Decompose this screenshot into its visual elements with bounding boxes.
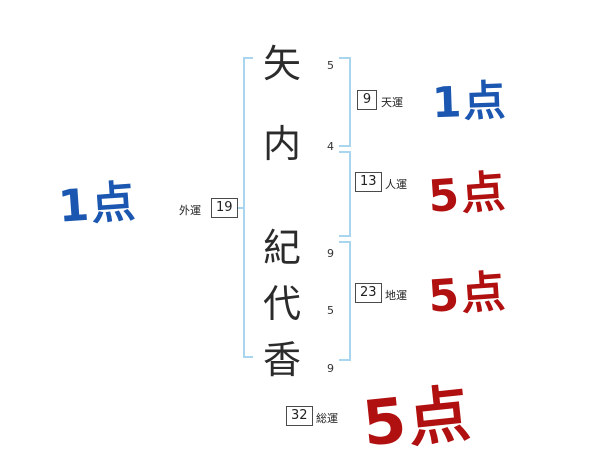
score-chiun: 5点 <box>426 266 509 323</box>
jinun-label: 人運 <box>385 178 407 191</box>
name-char-2: 内 <box>262 122 301 166</box>
chiun-value-box: 23 <box>355 283 382 303</box>
chiun-bracket-tick-bottom <box>339 359 349 361</box>
jinun-bracket-tick-bottom <box>339 235 349 237</box>
tenun-value-box: 9 <box>357 90 377 110</box>
tenun-bracket-line <box>349 57 351 147</box>
stroke-count-2: 4 <box>327 140 334 153</box>
jinun-value-box: 13 <box>355 172 382 192</box>
stroke-count-5: 9 <box>327 362 334 375</box>
chiun-bracket-line <box>349 241 351 361</box>
stroke-count-4: 5 <box>327 304 334 317</box>
souun-value-box: 32 <box>286 406 313 426</box>
gaiun-value-box: 19 <box>211 198 238 218</box>
jinun-bracket-line <box>349 151 351 237</box>
gaiun-label: 外運 <box>179 204 201 217</box>
tenun-bracket-tick-top <box>339 57 349 59</box>
gaiun-bracket-connector <box>238 207 243 209</box>
score-souun: 5点 <box>359 376 476 461</box>
gaiun-bracket-line <box>243 57 245 358</box>
score-tenun: 1点 <box>431 75 509 128</box>
name-char-4: 代 <box>262 282 301 326</box>
stroke-count-1: 5 <box>327 59 334 72</box>
gaiun-bracket-tick-bottom <box>243 356 253 358</box>
name-char-3: 紀 <box>262 226 301 270</box>
stroke-count-3: 9 <box>327 247 334 260</box>
score-jinun: 5点 <box>426 166 509 223</box>
name-char-5: 香 <box>262 338 301 382</box>
tenun-bracket-tick-bottom <box>339 145 349 147</box>
score-gaiun: 1点 <box>56 176 139 233</box>
jinun-bracket-tick-top <box>339 151 349 153</box>
chiun-bracket-tick-top <box>339 241 349 243</box>
souun-label: 総運 <box>316 412 338 425</box>
gaiun-bracket-tick-top <box>243 57 253 59</box>
name-char-1: 矢 <box>262 42 301 86</box>
chiun-label: 地運 <box>385 289 407 302</box>
tenun-label: 天運 <box>381 96 403 109</box>
